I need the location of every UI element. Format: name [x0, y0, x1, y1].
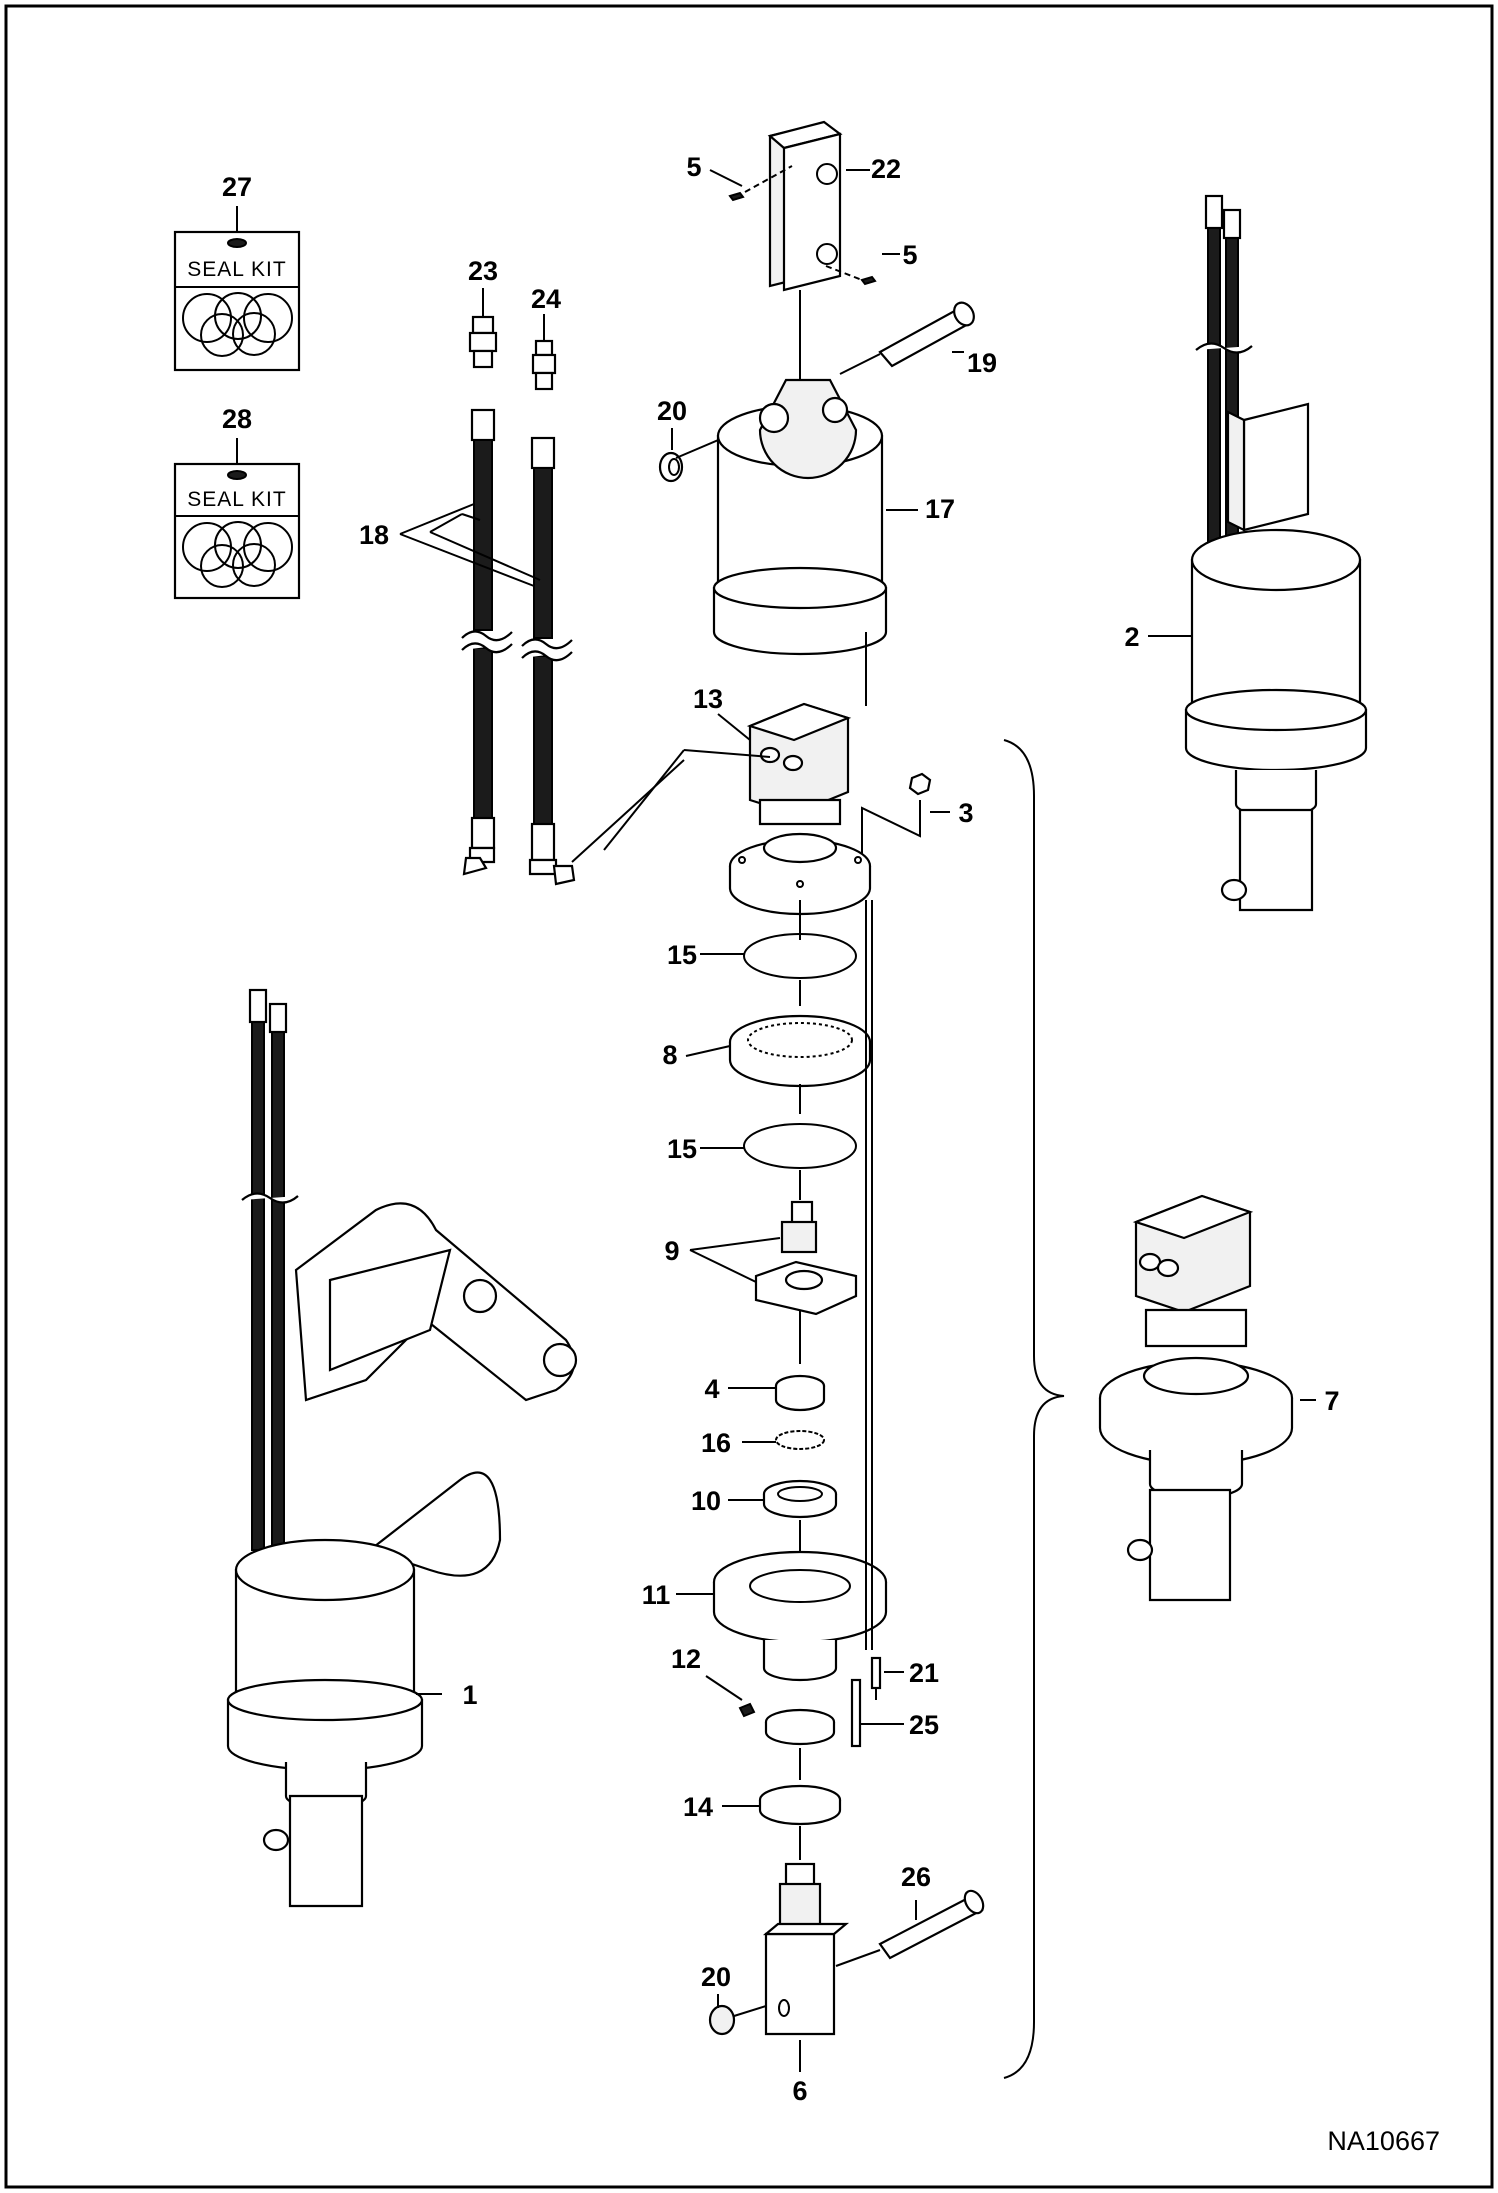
callout-11: 11 — [642, 1580, 671, 1610]
callout-15-upper: 15 — [667, 940, 697, 970]
callout-13: 13 — [693, 684, 723, 714]
o-ring-15-lower — [743, 1123, 857, 1169]
bolt-21 — [870, 1656, 882, 1700]
callout-8: 8 — [662, 1040, 677, 1070]
figure-reference: NA10667 — [1327, 2126, 1440, 2156]
plug-12 — [738, 1702, 756, 1718]
top-flange — [728, 832, 872, 916]
leader-lines — [236, 169, 1316, 2008]
callout-12: 12 — [671, 1644, 701, 1674]
callout-27: 27 — [222, 172, 252, 202]
o-ring-15-upper — [743, 933, 857, 979]
output-shaft-6 — [762, 1862, 850, 2036]
callout-24: 24 — [531, 284, 561, 314]
seal-kit-27-label: SEAL KIT — [187, 258, 286, 281]
callout-1: 1 — [462, 1680, 477, 1710]
callout-9: 9 — [664, 1236, 679, 1266]
lock-washer-16 — [775, 1430, 825, 1450]
callout-25: 25 — [909, 1710, 939, 1740]
callout-5-upper: 5 — [686, 152, 701, 182]
pin-19 — [839, 301, 975, 375]
callout-10: 10 — [691, 1486, 721, 1516]
assembly-bracket — [1003, 739, 1065, 2079]
spacer-4 — [774, 1374, 826, 1412]
clip-20-lower — [708, 2004, 767, 2036]
callout-16: 16 — [701, 1428, 731, 1458]
seal-kit-28-label: SEAL KIT — [187, 488, 286, 511]
callout-3: 3 — [958, 798, 973, 828]
callout-26: 26 — [901, 1862, 931, 1892]
valve-block-13 — [746, 702, 852, 826]
callout-28: 28 — [222, 404, 252, 434]
mount-block-22 — [767, 120, 843, 292]
callout-4: 4 — [704, 1374, 719, 1404]
callout-22: 22 — [871, 154, 901, 184]
callouts: 27 28 23 24 18 5 5 22 19 20 17 2 13 3 15… — [222, 152, 1340, 2106]
assembly-2 — [1184, 194, 1368, 912]
callout-7: 7 — [1324, 1386, 1339, 1416]
callout-2: 2 — [1124, 622, 1139, 652]
motor-housing-17 — [712, 378, 888, 656]
callout-14: 14 — [683, 1792, 713, 1822]
seal-14 — [758, 1784, 842, 1826]
ring-gear-8 — [728, 1014, 872, 1088]
hose-18-right — [521, 436, 576, 886]
callout-20-upper: 20 — [657, 396, 687, 426]
page-frame — [4, 4, 1494, 2189]
hose-fitting-24 — [531, 339, 557, 391]
callout-6: 6 — [792, 2076, 807, 2106]
lower-housing-11 — [712, 1550, 888, 1682]
seal-kit-27: SEAL KIT — [173, 230, 301, 372]
callout-5-lower: 5 — [902, 240, 917, 270]
callout-17: 17 — [925, 494, 955, 524]
hose-fitting-23 — [468, 315, 498, 369]
callout-18: 18 — [359, 520, 389, 550]
seal-upper — [764, 1708, 836, 1746]
callout-15-lower: 15 — [667, 1134, 697, 1164]
pin-5-upper — [728, 165, 793, 202]
pin-26 — [835, 1889, 985, 1967]
planetary-gear-9 — [754, 1200, 858, 1316]
callout-19: 19 — [967, 348, 997, 378]
nut-3 — [908, 772, 932, 796]
callout-20-lower: 20 — [701, 1962, 731, 1992]
bearing-10 — [762, 1479, 838, 1519]
assembly-1 — [226, 988, 578, 1908]
seal-kit-28: SEAL KIT — [173, 462, 301, 600]
callout-23: 23 — [468, 256, 498, 286]
pin-5-lower — [825, 265, 877, 286]
hose-18-left — [461, 408, 513, 876]
assembly-7 — [1098, 1194, 1294, 1602]
bolt-25 — [850, 1678, 862, 1748]
callout-21: 21 — [909, 1658, 939, 1688]
